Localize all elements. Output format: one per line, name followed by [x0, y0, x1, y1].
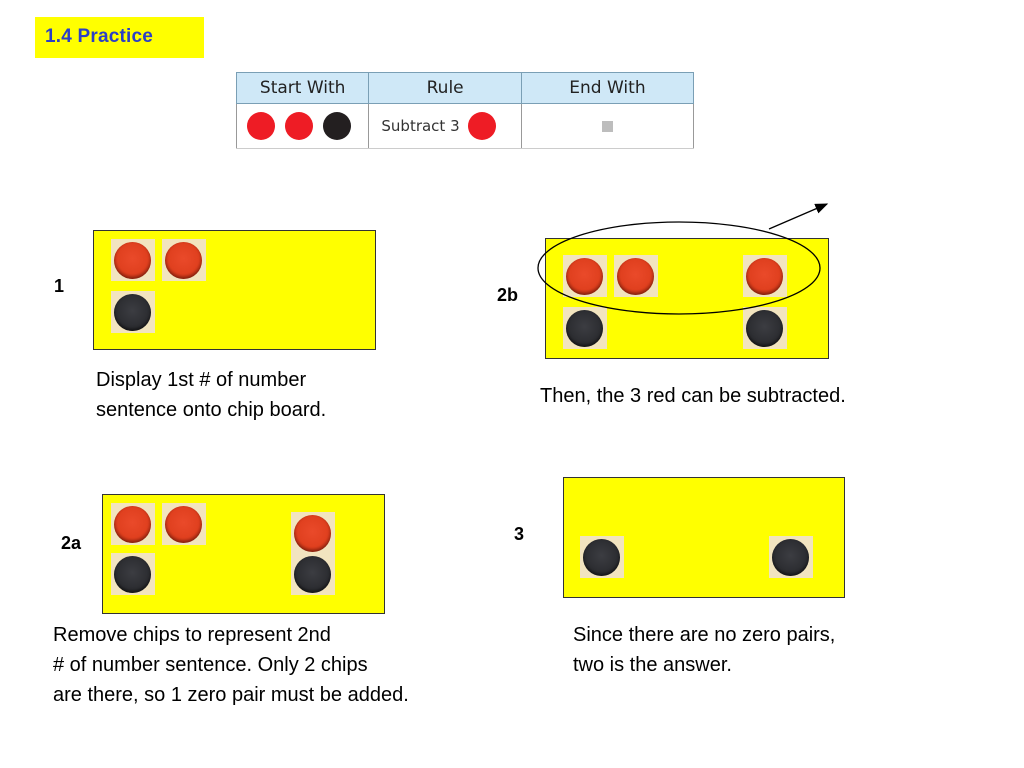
red-counter-icon [467, 112, 496, 140]
red-chip [746, 258, 783, 295]
chip-tile [563, 307, 607, 349]
black-chip [114, 556, 151, 593]
black-chip [566, 310, 603, 347]
chip-tile [614, 255, 658, 297]
chip-tile [111, 239, 155, 281]
rule-cell: Subtract 3 [368, 103, 522, 149]
black-counter-icon [323, 112, 351, 140]
chip-tile [291, 512, 335, 554]
caption-step-2a: Remove chips to represent 2nd # of numbe… [53, 624, 409, 706]
red-chip [165, 506, 202, 543]
black-chip [294, 556, 331, 593]
chip-tile [580, 536, 624, 578]
chip-board-step-1 [93, 230, 376, 350]
red-counter-icon [285, 112, 313, 140]
step-label-3: 3 [514, 524, 525, 544]
step-label-1: 1 [54, 276, 65, 296]
chip-tile [769, 536, 813, 578]
red-counter-icon [247, 112, 275, 140]
chip-tile [111, 553, 155, 595]
red-chip [617, 258, 654, 295]
chip-tile [743, 255, 787, 297]
table-header-rule: Rule [368, 72, 522, 104]
grouping-ellipse [537, 221, 821, 315]
end-with-cell [520, 103, 695, 149]
caption-step-1: Display 1st # of number sentence onto ch… [96, 369, 327, 421]
chip-tile [743, 307, 787, 349]
chip-board-step-2b [545, 238, 829, 359]
step-label-2a: 2a [61, 533, 82, 553]
black-chip [583, 539, 620, 576]
black-chip [772, 539, 809, 576]
table-row: Subtract 3 [235, 103, 695, 149]
black-chip [114, 294, 151, 331]
caption-step-2b: Then, the 3 red can be subtracted. [540, 385, 846, 407]
red-chip [294, 515, 331, 552]
red-chip [165, 242, 202, 279]
chip-tile [162, 239, 206, 281]
chip-tile [291, 553, 335, 595]
step-label-2b: 2b [497, 285, 519, 305]
table-header-start: Start With [235, 72, 370, 104]
chip-board-step-3 [563, 477, 845, 598]
chip-board-step-2a [102, 494, 385, 614]
black-chip [746, 310, 783, 347]
removal-arrow-icon [768, 203, 829, 230]
chip-tile [111, 503, 155, 545]
rule-text: Subtract 3 [381, 117, 460, 135]
rule-table: Start With Rule End With Subtract 3 [235, 72, 695, 149]
start-with-cell [235, 103, 370, 149]
chip-tile [162, 503, 206, 545]
red-chip [566, 258, 603, 295]
table-header-end: End With [520, 72, 695, 104]
red-chip [114, 242, 151, 279]
chip-tile [563, 255, 607, 297]
red-chip [114, 506, 151, 543]
caption-step-3: Since there are no zero pairs, two is th… [573, 624, 836, 676]
page-title: 1.4 Practice [35, 17, 204, 58]
answer-placeholder-icon [601, 121, 613, 132]
chip-tile [111, 291, 155, 333]
